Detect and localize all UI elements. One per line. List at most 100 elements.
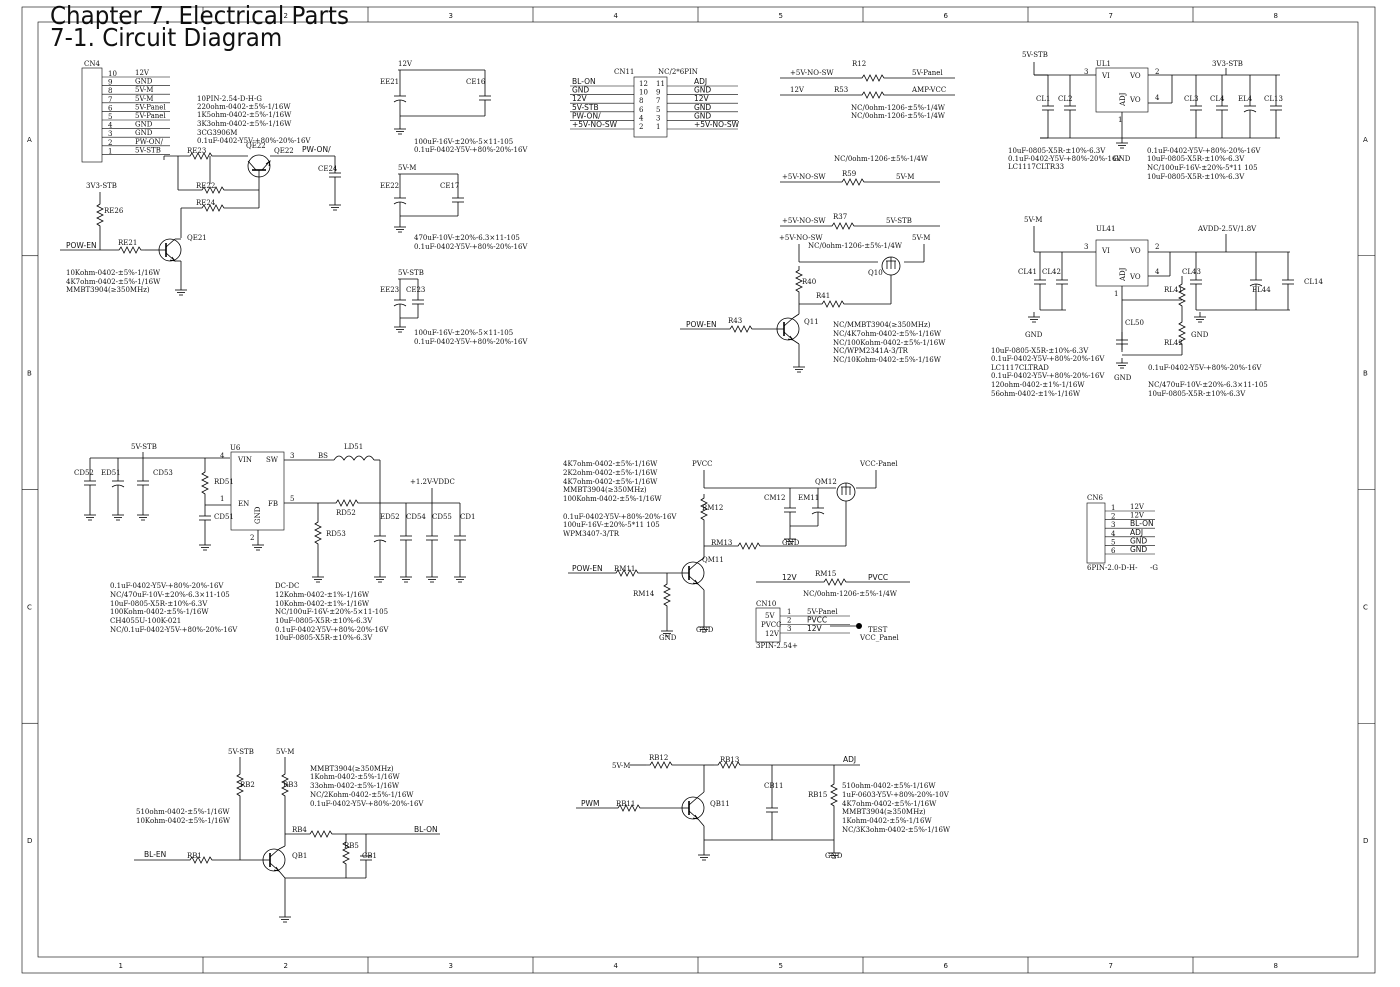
- rm15-note: NC/0ohm-1206-±5%-1/4W: [803, 590, 898, 598]
- cn4-note-9: MMBT3904(≥350MHz): [66, 286, 150, 294]
- ce24-label: CE24: [318, 165, 338, 173]
- re24-label: RE24: [196, 199, 216, 207]
- cd51-label: CD51: [214, 513, 234, 521]
- dcdc-in-net: 5V-STB: [131, 443, 157, 451]
- zone-col-bottom-2: 2: [284, 962, 288, 970]
- cn4-note-6: 0.1uF-0402-Y5V-+80%-20%-16V: [197, 137, 311, 145]
- q11-q10-block: +5V-NO-SW R37 5V-STB +5V-NO-SW NC/0ohm-1…: [680, 213, 946, 373]
- rb13-label: RB13: [720, 756, 739, 764]
- dcdc-p1: 1: [220, 495, 224, 503]
- cn11-left-pin: 12: [639, 80, 648, 88]
- zone-col-bottom-3: 3: [449, 962, 453, 970]
- ce17-label: CE17: [440, 182, 459, 190]
- rb11-label: RB11: [616, 800, 635, 808]
- r37-out-net: 5V-STB: [886, 217, 912, 225]
- ul1-note-3: LC1117CLTR33: [1008, 163, 1064, 171]
- r59-block: NC/0ohm-1206-±5%-1/4W +5V-NO-SW R59 5V-M: [780, 155, 940, 186]
- pvcc-block: 4K7ohm-0402-±5%-1/16W 2K2ohm-0402-±5%-1/…: [563, 460, 910, 650]
- ul1-adj: ADJ: [1119, 92, 1127, 107]
- dcdc-gnd-pin: GND: [254, 506, 262, 524]
- ground-icon: [453, 571, 467, 583]
- dcdc-vin: VIN: [237, 456, 252, 464]
- zone-col-bottom-8: 8: [1274, 962, 1278, 970]
- ul41-pin3: 3: [1084, 243, 1088, 251]
- q11-pow-en-net: POW-EN: [686, 320, 717, 329]
- ul1-pin1: 1: [1118, 116, 1122, 124]
- bl-on-net: BL-ON: [414, 825, 438, 834]
- dcdc-in-cap-label: ED51: [101, 469, 121, 477]
- cn4-pin-number: 4: [108, 122, 113, 130]
- pvcc-note-6: 0.1uF-0402-Y5V-+80%-20%-16V: [563, 513, 677, 521]
- q11-note-3: NC/100Kohm-0402-±5%-1/16W: [833, 339, 946, 347]
- r43-label: R43: [728, 317, 742, 325]
- zone-row-left-A: A: [27, 136, 32, 144]
- cn11-right-net: GND: [694, 111, 711, 120]
- qb1-5v-m: 5V-M: [276, 748, 294, 756]
- qm11-label: QM11: [702, 556, 724, 564]
- qb1-note-5: 33ohm-0402-±5%-1/16W: [310, 782, 400, 790]
- capacitor-ed52: [373, 527, 387, 549]
- ul1-out-net: 3V3-STB: [1212, 60, 1243, 68]
- zone-row-left-C: C: [27, 603, 32, 611]
- zone-col-top-3: 3: [449, 12, 453, 20]
- vcc-panel-net: VCC-Panel: [859, 460, 898, 468]
- test-point: [856, 623, 862, 629]
- dcdc-fb: FB: [268, 500, 278, 508]
- r12-out-net: 5V-Panel: [912, 69, 943, 77]
- rm15-out-net: PVCC: [868, 573, 888, 582]
- qb11-note-1: 510ohm-0402-±5%-1/16W: [842, 782, 936, 790]
- cn6-g: -G: [1150, 564, 1158, 572]
- rd52-label: RD52: [336, 509, 356, 517]
- dcdc-note-10: NC/100uF-16V-±20%-5×11-105: [275, 608, 388, 616]
- r12-label: R12: [852, 60, 866, 68]
- dcdc-note-11: 10uF-0805-X5R-±10%-6.3V: [275, 617, 373, 625]
- zone-col-top-7: 7: [1109, 12, 1113, 20]
- ul41-ref: UL41: [1096, 225, 1115, 233]
- r12-in-net: +5V-NO-SW: [790, 69, 834, 77]
- ul41-gnd3: GND: [1114, 374, 1132, 382]
- qb11-note-2: 1uF-0603-Y5V-+80%-20%-10V: [842, 791, 950, 799]
- ul1-vo1: VO: [1129, 72, 1141, 80]
- cn4-pin-net: 5V-Panel: [135, 103, 166, 111]
- r59-out-net: 5V-M: [896, 173, 914, 181]
- net-5v-stb: 5V-STB: [398, 269, 424, 277]
- ul41-pin1: 1: [1114, 290, 1118, 298]
- test-net: VCC_Panel: [859, 634, 899, 642]
- cn10-type: 3PIN-2.54+: [756, 642, 798, 650]
- cn11-right-net: GND: [694, 86, 711, 95]
- cn11-right-pin: 3: [656, 114, 660, 122]
- cn11-right-net: +5V-NO-SW: [694, 120, 740, 129]
- ee22-label: EE22: [380, 182, 399, 190]
- bulk-capacitors: 12V EE21 CE16 100uF-16V-±20%-5×11-105 0.…: [380, 60, 528, 346]
- pvcc-note-8: WPM3407-3/TR: [563, 530, 620, 538]
- rb12-label: RB12: [649, 754, 668, 762]
- dcdc-out-cap-label: CD54: [406, 513, 426, 521]
- bs-net: BS: [318, 452, 328, 460]
- pvcc-gnd3: GND: [659, 634, 677, 642]
- zone-col-top-4: 4: [614, 12, 619, 20]
- ul41-cap-label: CL43: [1182, 268, 1201, 276]
- qb1-label: QB1: [292, 852, 307, 860]
- cn4-pin-net: 5V-STB: [135, 146, 161, 154]
- cn6-connector: [1086, 502, 1106, 564]
- r53-label: R53: [834, 86, 848, 94]
- dcdc-note-1: 0.1uF-0402-Y5V-+80%-20%-16V: [110, 582, 224, 590]
- cn11-left-pin: 10: [639, 89, 648, 97]
- cn4-note-3: 1K5ohm-0402-±5%-1/16W: [197, 111, 292, 119]
- dcdc-sw: SW: [266, 456, 279, 464]
- ul1-cap-label: CL13: [1264, 95, 1283, 103]
- rb4-label: RB4: [292, 826, 307, 834]
- cb11-label: CB11: [764, 782, 783, 790]
- cn4-pin-net: 5V-Panel: [135, 112, 166, 120]
- cn4-pin-number: 2: [108, 139, 112, 147]
- capacitor-cd55: [425, 527, 439, 549]
- ce23-label: CE23: [406, 286, 425, 294]
- ground-icon: [425, 571, 439, 583]
- ul41-pin2: 2: [1155, 243, 1159, 251]
- r53-out-net: AMP-VCC: [911, 86, 946, 94]
- ul41-vo1: VO: [1129, 247, 1141, 255]
- qb1-note-4: 1Kohm-0402-±5%-1/16W: [310, 773, 400, 781]
- capacitor-cd53: [136, 472, 150, 494]
- pvcc-note-7: 100uF-16V-±20%-5*11 105: [563, 521, 660, 529]
